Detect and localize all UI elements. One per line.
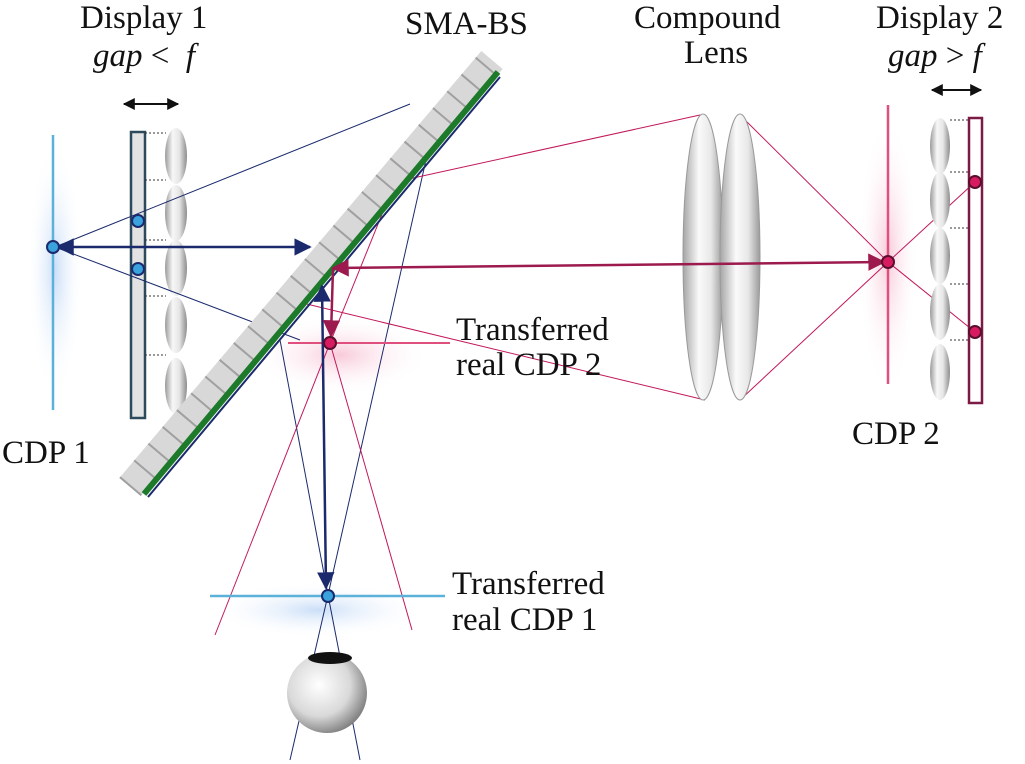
cdp1-label: CDP 1	[2, 435, 90, 471]
transferred-cdp2-label-line1: Transferred	[456, 312, 609, 348]
display1-gap-condition: gap < f	[93, 38, 199, 74]
display1-lenslet-array	[145, 128, 187, 414]
display2-main-path	[322, 253, 886, 338]
compound-lens	[682, 113, 761, 401]
compound-lens-label-line1: Compound	[634, 0, 781, 36]
display2-title: Display 2	[876, 0, 1003, 36]
transferred-cdp1-label-line2: real CDP 1	[452, 602, 597, 638]
display2-rays	[214, 114, 976, 636]
display1-pixel-lower	[131, 262, 145, 276]
compound-lens-label-line2: Lens	[684, 35, 748, 71]
display2-gap-condition: gap > f	[888, 38, 986, 74]
display1-pixel-upper	[131, 214, 145, 228]
transferred-cdp2-label-line2: real CDP 2	[456, 347, 601, 383]
cdp1-point	[46, 240, 60, 254]
transferred-cdp1-glow	[208, 582, 428, 638]
display2-pixel-lower	[968, 325, 982, 339]
display1-main-path	[56, 238, 335, 590]
transferred-cdp2-glow	[250, 315, 430, 395]
transferred-cdp2-point	[323, 336, 337, 350]
sma-bs-label: SMA-BS	[405, 6, 528, 42]
transferred-cdp1-label-line1: Transferred	[452, 566, 605, 602]
eyeball-icon	[287, 652, 367, 733]
display1-title: Display 1	[80, 0, 207, 36]
display2-pixel-upper	[968, 175, 982, 189]
display2-panel	[967, 116, 984, 405]
cdp2-label: CDP 2	[852, 416, 940, 452]
cdp2-point	[881, 255, 895, 269]
display2-lenslet-array	[930, 118, 970, 400]
transferred-cdp1-point	[321, 589, 335, 603]
cdp1-glow	[27, 140, 83, 400]
